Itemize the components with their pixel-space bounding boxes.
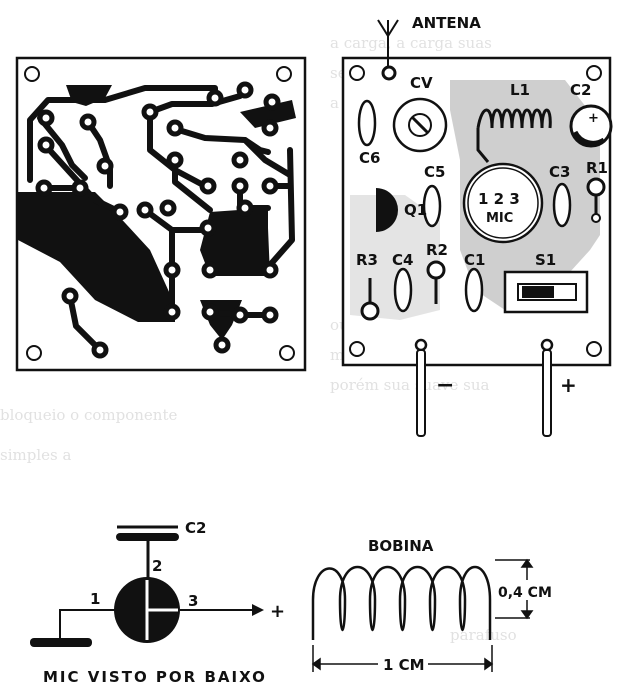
mic-pin1-label: 1 — [90, 590, 100, 608]
q1-label: Q1 — [404, 201, 427, 219]
svg-text:porém sua suave sua: porém sua suave sua — [330, 376, 490, 394]
c3-label: C3 — [549, 163, 570, 181]
svg-text:parafuso: parafuso — [450, 626, 517, 644]
antenna-symbol — [377, 19, 399, 70]
mic-pinout-detail — [30, 525, 264, 647]
r3-resistor — [360, 278, 380, 321]
coil-dimensions — [311, 558, 534, 672]
cv-trimmer-capacitor — [392, 97, 448, 153]
pcb-component-side: ANTENA CV L1 + C2 C6 C5 Q1 — [341, 14, 613, 437]
c2-electrolytic-capacitor: + — [569, 104, 613, 148]
c5-capacitor — [422, 184, 442, 228]
c4-capacitor — [393, 267, 413, 313]
mic-pin2-label: 2 — [152, 557, 162, 575]
s1-label: S1 — [535, 251, 556, 269]
cv-label: CV — [410, 74, 433, 92]
c6-label: C6 — [359, 149, 380, 167]
c5-label: C5 — [424, 163, 445, 181]
l1-coil — [476, 108, 552, 163]
r2-resistor — [426, 260, 446, 304]
q1-transistor — [376, 188, 398, 232]
microphone — [462, 162, 544, 244]
mic-pin3-label: 3 — [188, 592, 198, 610]
c3-capacitor — [552, 182, 572, 228]
svg-text:bloqueio o componente: bloqueio o componente — [0, 406, 177, 424]
plus-sign: + — [560, 373, 577, 397]
svg-text:simples a: simples a — [0, 446, 71, 464]
r1-label: R1 — [586, 159, 608, 177]
mic-label: MIC — [486, 211, 513, 226]
power-leads — [414, 338, 554, 437]
mic-plus-label: + — [270, 601, 285, 622]
l1-label: L1 — [510, 81, 530, 99]
r2-label: R2 — [426, 241, 448, 259]
c2-label: C2 — [570, 81, 591, 99]
mic-caption: MIC VISTO POR BAIXO — [43, 668, 267, 686]
coil-title: BOBINA — [368, 537, 434, 555]
r1-resistor — [586, 177, 606, 223]
c1-label: C1 — [464, 251, 485, 269]
coil-detail — [311, 565, 492, 640]
c4-label: C4 — [392, 251, 413, 269]
minus-sign: − — [436, 373, 454, 398]
mic-pin-numbers: 1 2 3 — [478, 190, 520, 208]
mic-c2-label: C2 — [185, 519, 206, 537]
c6-capacitor — [357, 99, 377, 147]
coil-length-label: 1 CM — [383, 656, 425, 674]
pcb-copper-side — [15, 56, 307, 372]
s1-slide-switch — [503, 270, 589, 314]
svg-text:a carga, a carga suas: a carga, a carga suas — [330, 34, 492, 52]
coil-diameter-label: 0,4 CM — [498, 585, 552, 601]
antenna-label: ANTENA — [412, 14, 481, 32]
svg-text:+: + — [588, 111, 599, 126]
r3-label: R3 — [356, 251, 378, 269]
c1-capacitor — [464, 267, 484, 313]
